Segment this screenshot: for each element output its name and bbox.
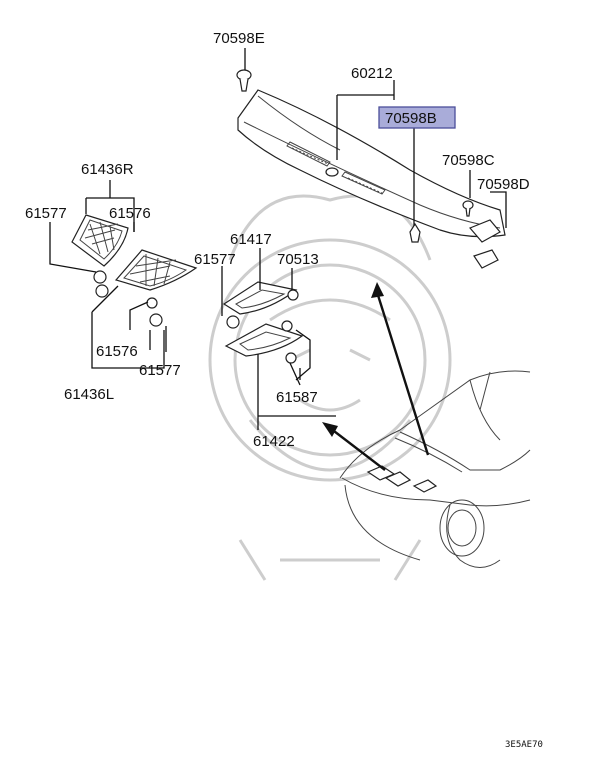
leader-lines (49, 48, 507, 430)
diagram-code: 3E5AE70 (505, 740, 543, 750)
watermark-emblem (208, 194, 452, 581)
pointer-arrows (322, 282, 430, 471)
vent-grille-left (95, 249, 198, 327)
label-60212: 60212 (351, 65, 393, 82)
label-61422: 61422 (253, 433, 295, 450)
label-61577-c: 61577 (139, 362, 181, 379)
hood-scoop-upper (222, 281, 299, 329)
clip-70598E (236, 69, 252, 92)
vent-grille-right (71, 214, 129, 284)
label-70513: 70513 (277, 251, 319, 268)
label-70598B: 70598B (385, 110, 437, 127)
label-61576-b: 61576 (96, 343, 138, 360)
label-61577-a: 61577 (25, 205, 67, 222)
highlight-box-70598B (378, 106, 456, 129)
clip-70598C (462, 200, 474, 217)
label-61417: 61417 (230, 231, 272, 248)
label-61576-a: 61576 (109, 205, 151, 222)
label-70598D: 70598D (477, 176, 530, 193)
part-labels: 70598E 60212 70598B 70598C 70598D 61436R… (25, 30, 543, 750)
label-70598C: 70598C (442, 152, 495, 169)
hood-scoop-lower (224, 320, 304, 364)
cowl-top-panel (237, 89, 506, 269)
label-70598E: 70598E (213, 30, 265, 47)
car-outline (339, 370, 531, 568)
label-61577-b: 61577 (194, 251, 236, 268)
label-61436R: 61436R (81, 161, 134, 178)
label-61436L: 61436L (64, 386, 114, 403)
label-61587: 61587 (276, 389, 318, 406)
